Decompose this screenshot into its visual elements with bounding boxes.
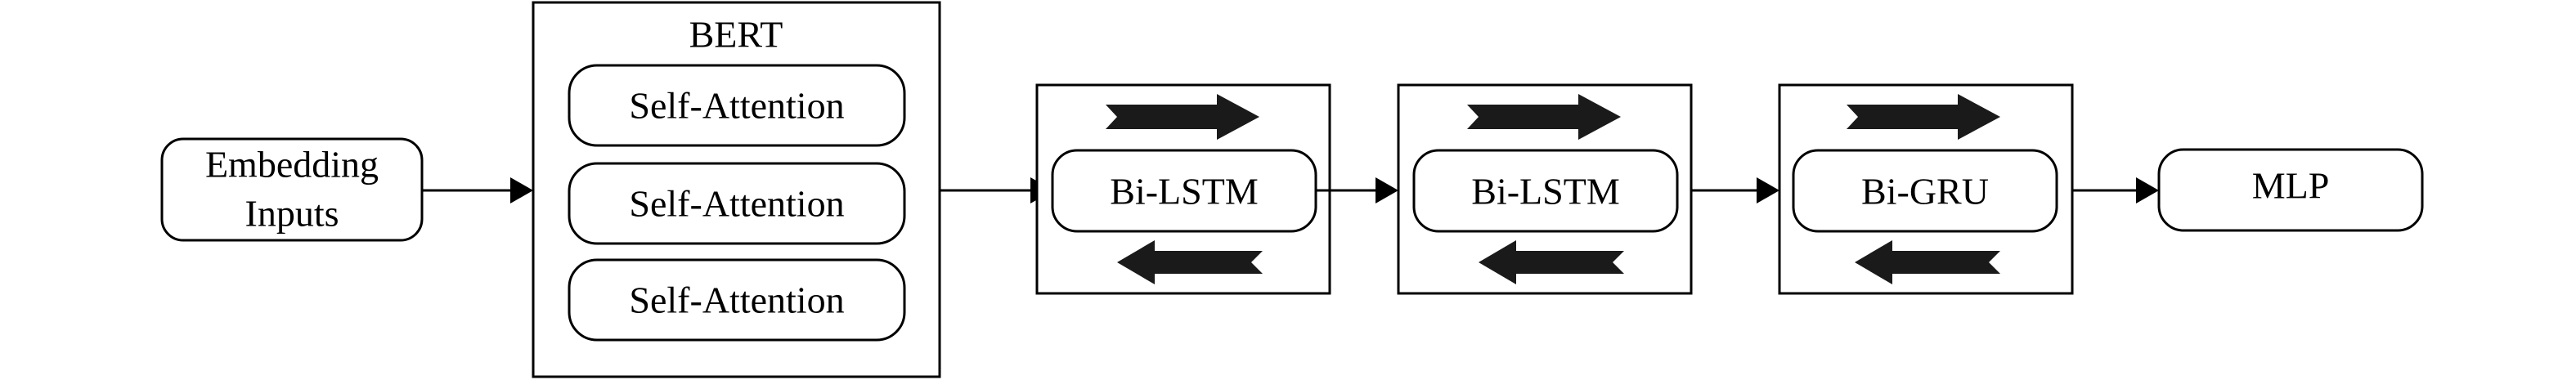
- mlp-node: MLP: [2157, 148, 2424, 232]
- bilstm-2-label: Bi-LSTM: [1471, 171, 1619, 212]
- self-attention-label: Self-Attention: [629, 85, 844, 127]
- bilstm-block-1: Bi-LSTM: [1035, 83, 1331, 295]
- bigru-block: Bi-GRU: [1778, 83, 2074, 295]
- embedding-inputs-label-line2: Inputs: [245, 193, 339, 235]
- embedding-inputs-node: Embedding Inputs: [160, 137, 424, 242]
- self-attention-label: Self-Attention: [629, 279, 844, 321]
- self-attention-layer-2: Self-Attention: [568, 162, 906, 245]
- arrowhead-icon: [1757, 177, 1779, 203]
- edge-bilstm-1-to-bilstm-2: [1316, 177, 1398, 203]
- left-block-arrow-icon: [1855, 240, 2000, 284]
- arrowhead-icon: [510, 177, 533, 203]
- arrowhead-icon: [1376, 177, 1398, 203]
- embedding-inputs-label-line1: Embedding: [205, 144, 379, 186]
- right-block-arrow-icon: [1106, 94, 1259, 140]
- self-attention-label: Self-Attention: [629, 183, 844, 225]
- bert-block: BERT Self-Attention Self-Attention Self-…: [532, 1, 941, 378]
- left-block-arrow-icon: [1479, 240, 1624, 284]
- edge-embedding-to-bert: [422, 177, 533, 203]
- right-block-arrow-icon: [1467, 94, 1621, 140]
- edge-bigru-to-mlp: [2072, 177, 2159, 203]
- self-attention-layer-1: Self-Attention: [568, 64, 906, 147]
- left-block-arrow-icon: [1117, 240, 1263, 284]
- edge-bilstm-2-to-bigru: [1691, 177, 1779, 203]
- bilstm-1-label: Bi-LSTM: [1110, 171, 1258, 212]
- mlp-label: MLP: [2252, 165, 2330, 207]
- bilstm-block-2: Bi-LSTM: [1397, 83, 1693, 295]
- bert-title: BERT: [689, 14, 783, 56]
- arrowhead-icon: [2136, 177, 2159, 203]
- self-attention-layer-3: Self-Attention: [568, 258, 906, 342]
- right-block-arrow-icon: [1847, 94, 2000, 140]
- bigru-label: Bi-GRU: [1861, 171, 1989, 212]
